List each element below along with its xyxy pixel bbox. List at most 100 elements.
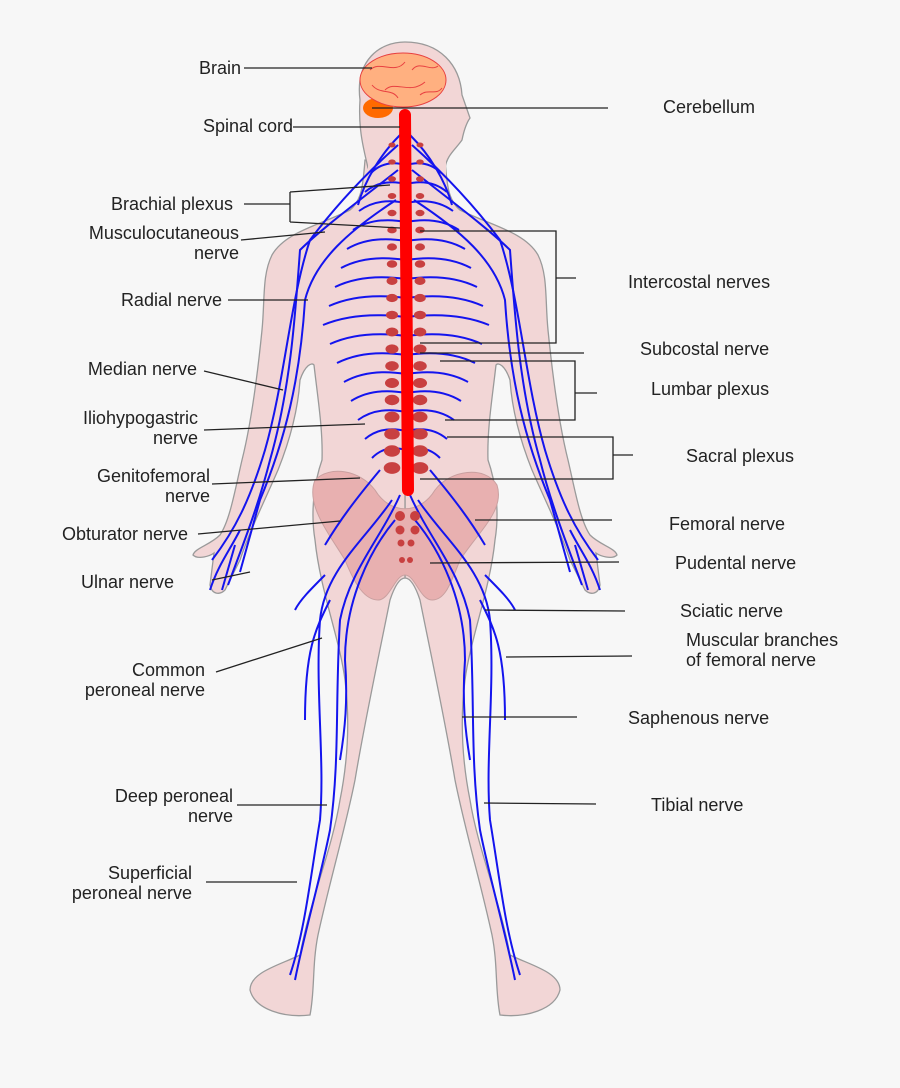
label-subcostal-nerve: Subcostal nerve bbox=[640, 339, 770, 359]
spinal-ganglion bbox=[384, 428, 400, 440]
spinal-ganglion bbox=[386, 243, 398, 251]
label-sacral-plexus: Sacral plexus bbox=[686, 446, 795, 466]
spinal-ganglion bbox=[412, 428, 428, 440]
sacral-ganglion bbox=[399, 557, 405, 563]
label-line: nerve bbox=[193, 242, 239, 263]
intercostal-nerve bbox=[336, 352, 407, 364]
label-median-nerve: Median nerve bbox=[87, 359, 197, 379]
spinal-ganglion bbox=[414, 293, 426, 303]
spinal-ganglion bbox=[414, 243, 426, 251]
spinal-ganglion bbox=[388, 159, 396, 165]
label-radial-nerve: Radial nerve bbox=[120, 290, 222, 310]
spinal-ganglion bbox=[411, 462, 429, 474]
spinal-ganglion bbox=[413, 361, 427, 371]
spinal-ganglion bbox=[416, 142, 424, 148]
sacral-ganglion bbox=[410, 525, 420, 535]
leader-lines bbox=[197, 67, 633, 883]
spinal-ganglion bbox=[388, 142, 396, 148]
spinal-ganglion bbox=[387, 209, 397, 217]
spinal-ganglion bbox=[384, 394, 400, 406]
intercostal-nerve bbox=[405, 257, 472, 269]
label-line: nerve bbox=[152, 427, 198, 448]
spinal-ganglion bbox=[385, 327, 399, 337]
spinal-ganglion bbox=[414, 277, 426, 285]
label-line: Common bbox=[131, 660, 205, 680]
intercostal-nerve bbox=[329, 333, 407, 345]
spinal-ganglion bbox=[415, 226, 425, 234]
spinal-ganglion bbox=[386, 293, 398, 303]
label-line: Genitofemoral bbox=[96, 466, 210, 486]
spinal-ganglion bbox=[386, 277, 398, 285]
spinal-ganglion bbox=[412, 377, 428, 389]
label-line: Iliohypogastric bbox=[82, 408, 198, 428]
label-ulnar-nerve: Ulnar nerve bbox=[80, 572, 174, 592]
label-line: peroneal nerve bbox=[71, 882, 192, 903]
spinal-ganglion bbox=[385, 361, 399, 371]
spinal-cord bbox=[399, 109, 414, 496]
label-brain: Brain bbox=[198, 58, 241, 78]
label-line: nerve bbox=[187, 805, 233, 826]
spinal-ganglion bbox=[413, 310, 427, 320]
label-line: of femoral nerve bbox=[686, 649, 817, 670]
label-cerebellum: Cerebellum bbox=[663, 97, 756, 117]
sacral-ganglion bbox=[395, 525, 405, 535]
brain bbox=[359, 52, 447, 118]
label-sciatic-nerve: Sciatic nerve bbox=[680, 601, 784, 621]
spinal-ganglion bbox=[384, 411, 400, 423]
spinal-ganglion bbox=[412, 394, 428, 406]
intercostal-nerve bbox=[334, 276, 407, 288]
label-lumbar-plexus: Lumbar plexus bbox=[651, 379, 770, 399]
intercostal-nerve bbox=[343, 371, 407, 383]
cerebrum-shape bbox=[359, 52, 447, 108]
label-saphenous-nerve: Saphenous nerve bbox=[628, 708, 770, 728]
intercostal-nerve bbox=[340, 257, 407, 269]
sacral-ganglion bbox=[407, 557, 413, 563]
spinal-ganglion bbox=[387, 192, 397, 200]
label-line: Muscular branches bbox=[686, 630, 839, 650]
spinal-ganglion bbox=[411, 445, 429, 457]
spinal-ganglion bbox=[385, 310, 399, 320]
label-line: peroneal nerve bbox=[84, 679, 205, 700]
sacral-ganglion bbox=[407, 539, 415, 547]
spinal-ganglion bbox=[415, 192, 425, 200]
spinal-ganglion bbox=[415, 209, 425, 217]
spinal-ganglion bbox=[412, 411, 428, 423]
sacral-ganglion bbox=[410, 511, 420, 521]
spinal-ganglion bbox=[383, 462, 401, 474]
spinal-ganglion bbox=[383, 445, 401, 457]
spinal-ganglion bbox=[413, 327, 427, 337]
spinal-ganglion bbox=[415, 176, 425, 182]
label-obturator-nerve: Obturator nerve bbox=[61, 524, 188, 544]
label-intercostal-nerves: Intercostal nerves bbox=[628, 272, 771, 292]
spinal-ganglion bbox=[386, 260, 398, 268]
spinal-ganglion bbox=[413, 344, 427, 354]
label-brachial-plexus: Brachial plexus bbox=[110, 194, 233, 214]
intercostal-nerve bbox=[350, 390, 407, 402]
spinal-ganglion bbox=[384, 377, 400, 389]
label-line: Superficial bbox=[107, 863, 192, 883]
label-femoral-nerve: Femoral nerve bbox=[669, 514, 786, 534]
label-tibial-nerve: Tibial nerve bbox=[651, 795, 744, 815]
spinal-ganglion bbox=[416, 159, 424, 165]
ganglia bbox=[383, 142, 429, 563]
label-line: nerve bbox=[164, 485, 210, 506]
intercostal-nerve bbox=[405, 276, 478, 288]
label-pudental-nerve: Pudental nerve bbox=[675, 553, 797, 573]
spinal-ganglion bbox=[385, 344, 399, 354]
sacral-ganglion bbox=[395, 511, 405, 521]
label-line: Deep peroneal bbox=[114, 786, 233, 806]
spinal-ganglion bbox=[387, 176, 397, 182]
label-line: Musculocutaneous bbox=[88, 223, 239, 243]
intercostal-nerve bbox=[357, 409, 407, 421]
peripheral-nerves bbox=[409, 134, 601, 981]
spinal-ganglion bbox=[414, 260, 426, 268]
sacral-ganglion bbox=[397, 539, 405, 547]
